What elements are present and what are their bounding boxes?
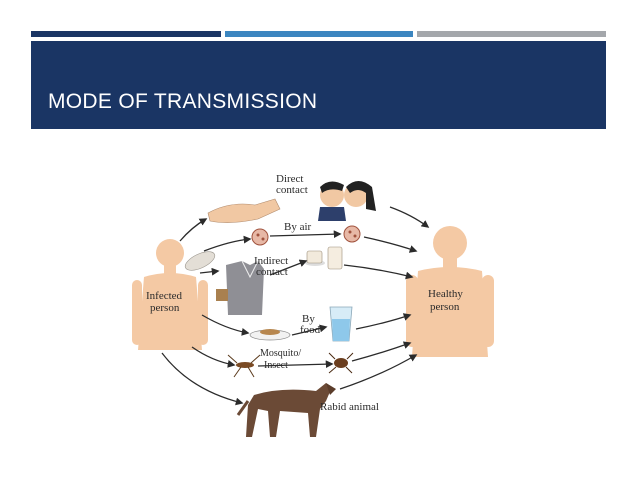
slide-title: MODE OF TRANSMISSION (48, 90, 318, 113)
direct-contact-label-line2: contact (276, 184, 308, 196)
accent-bar-gray (417, 31, 606, 37)
handshake-icon (207, 198, 281, 223)
top-accent-bars (31, 31, 606, 37)
healthy-person-figure (406, 226, 494, 357)
kissing-couple-icon (318, 181, 376, 221)
cup-icon-indirect (216, 289, 228, 301)
germ-icon-left (251, 228, 269, 246)
infected-label-line1: Infected (146, 290, 183, 302)
rabid-animal-label: Rabid animal (320, 401, 379, 413)
indirect-contact-label-line2: contact (256, 266, 288, 278)
insect-icon (328, 352, 354, 374)
route-arrows (161, 206, 430, 406)
by-food-label-line2: food (300, 324, 321, 336)
rabid-dog-icon (236, 383, 336, 437)
handkerchief-icon (184, 251, 216, 271)
by-air-label: By air (284, 221, 312, 233)
indirect-contact-label-line1: Indirect (254, 255, 288, 267)
transmission-diagram: Infected person Healthy person Direct co… (130, 165, 510, 450)
mosquito-icon (227, 354, 261, 378)
water-glass-icon (329, 306, 353, 342)
transmission-diagram-svg: Infected person Healthy person Direct co… (132, 173, 494, 437)
tea-cups-icon (305, 246, 343, 270)
clothes-icon (226, 260, 264, 315)
infected-person-figure (132, 239, 208, 350)
accent-bar-blue (225, 31, 413, 37)
accent-bar-dark (31, 31, 221, 37)
infected-label-line2: person (150, 302, 180, 314)
by-food-label-line1: By (302, 313, 315, 325)
healthy-label-line2: person (430, 301, 460, 313)
mosquito-insect-label-line1: Mosquito/ (260, 348, 301, 359)
healthy-label-line1: Healthy (428, 288, 463, 300)
title-banner: MODE OF TRANSMISSION (31, 41, 606, 129)
direct-contact-label-line1: Direct (276, 173, 303, 185)
food-plate-icon (249, 329, 291, 341)
germ-icon-right (343, 225, 361, 243)
